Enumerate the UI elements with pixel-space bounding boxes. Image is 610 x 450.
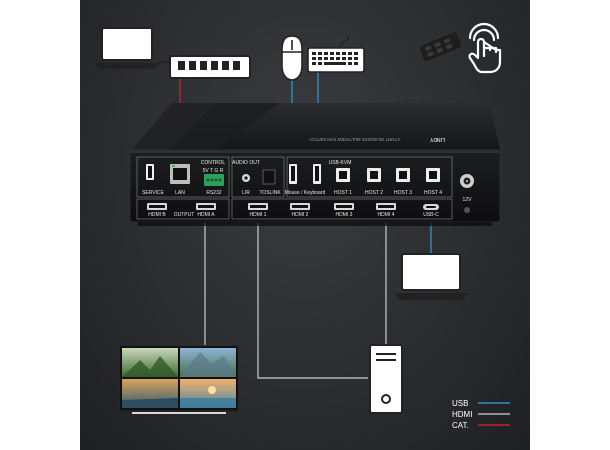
- rs232-label: RS232: [206, 190, 222, 196]
- host4-label: HOST 4: [424, 190, 442, 196]
- toslink-label: TOSLINK: [259, 190, 281, 196]
- lan-label: LAN: [175, 190, 185, 196]
- hdmi-input-cable: [258, 218, 368, 378]
- hdmi3-label: HDMI 3: [336, 212, 353, 218]
- host1-label: HOST 1: [334, 190, 352, 196]
- hdmi2-label: HDMI 2: [292, 212, 309, 218]
- legend-label-usb: USB: [452, 399, 468, 408]
- model-label: 4 PORT SEAMLESS MULTIVIEW KVM SWITCH: [310, 137, 401, 142]
- output-label: OUTPUT: [174, 212, 195, 218]
- hdmi-a-label: HDMI A: [197, 212, 215, 218]
- audio-out-label: AUDIO OUT: [232, 160, 260, 166]
- usb-kvm-label: USB-KVM: [329, 160, 352, 166]
- control-label: CONTROL: [201, 160, 226, 166]
- usbc-label: USB-C: [423, 212, 439, 218]
- touch-hand-icon: [469, 24, 500, 72]
- network-switch-icon: [170, 56, 250, 78]
- hdmi1-label: HDMI 1: [250, 212, 267, 218]
- mouse-icon: [282, 36, 302, 80]
- laptop-icon: [96, 28, 158, 68]
- hdmi4-label: HDMI 4: [378, 212, 395, 218]
- remote-control-icon: [418, 30, 464, 62]
- legend-label-cat: CAT.: [452, 421, 469, 430]
- service-label: SERVICE: [142, 190, 165, 196]
- monitor-icon: [120, 346, 238, 414]
- brand-label: LINDY: [429, 136, 445, 142]
- kvm-switch-device: LINDY 4 PORT SEAMLESS MULTIVIEW KVM SWIT…: [130, 103, 500, 226]
- hdmi-b-label: HDMI B: [148, 212, 166, 218]
- computer-tower-icon: [370, 345, 402, 413]
- host3-label: HOST 3: [394, 190, 412, 196]
- control-pins-label: 5V T G R: [203, 168, 224, 174]
- toslink-port: [263, 170, 275, 184]
- lr-label: L/R: [242, 190, 250, 196]
- mouse-keyboard-label: Mouse / Keyboard: [285, 190, 326, 196]
- legend: USB HDMI CAT.: [452, 399, 510, 430]
- legend-label-hdmi: HDMI: [452, 410, 472, 419]
- host2-label: HOST 2: [365, 190, 383, 196]
- power-label: 12V: [463, 197, 473, 203]
- laptop-icon: [396, 254, 466, 299]
- keyboard-icon: [308, 36, 364, 72]
